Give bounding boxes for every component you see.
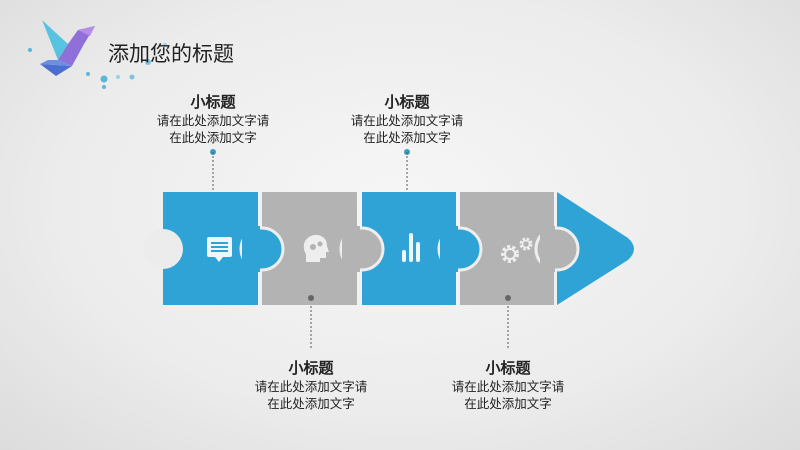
step-body-line: 请在此处添加文字请 [254, 379, 368, 394]
step-body-line: 请在此处添加文字请 [156, 113, 270, 128]
arrow-head [557, 192, 634, 305]
step-title: 小标题 [288, 359, 334, 377]
chat-bubble-icon [207, 237, 232, 262]
origami-bird-logo [28, 20, 167, 89]
step-1-callout: 小标题 请在此处添加文字请 在此处添加文字 [123, 92, 303, 146]
step-title: 小标题 [485, 359, 531, 377]
step-title: 小标题 [384, 93, 430, 111]
step-body-line: 请在此处添加文字请 [451, 379, 565, 394]
puzzle-piece-1 [143, 192, 285, 305]
slide-title: 添加您的标题 [108, 42, 234, 66]
step-2-callout: 小标题 请在此处添加文字请 在此处添加文字 [221, 358, 401, 412]
head-gears-icon [303, 234, 329, 262]
step-title: 小标题 [190, 93, 236, 111]
step-body-line: 在此处添加文字 [464, 396, 552, 411]
step-body-line: 在此处添加文字 [267, 396, 355, 411]
callout-line-1 [210, 149, 216, 192]
step-body-line: 请在此处添加文字请 [350, 113, 464, 128]
step-body-line: 在此处添加文字 [363, 130, 451, 145]
step-3-callout: 小标题 请在此处添加文字请 在此处添加文字 [317, 92, 497, 146]
gears-icon [501, 237, 533, 263]
callout-line-3 [404, 149, 410, 192]
bar-chart-icon [402, 233, 420, 262]
step-4-callout: 小标题 请在此处添加文字请 在此处添加文字 [418, 358, 598, 412]
step-body-line: 在此处添加文字 [169, 130, 257, 145]
